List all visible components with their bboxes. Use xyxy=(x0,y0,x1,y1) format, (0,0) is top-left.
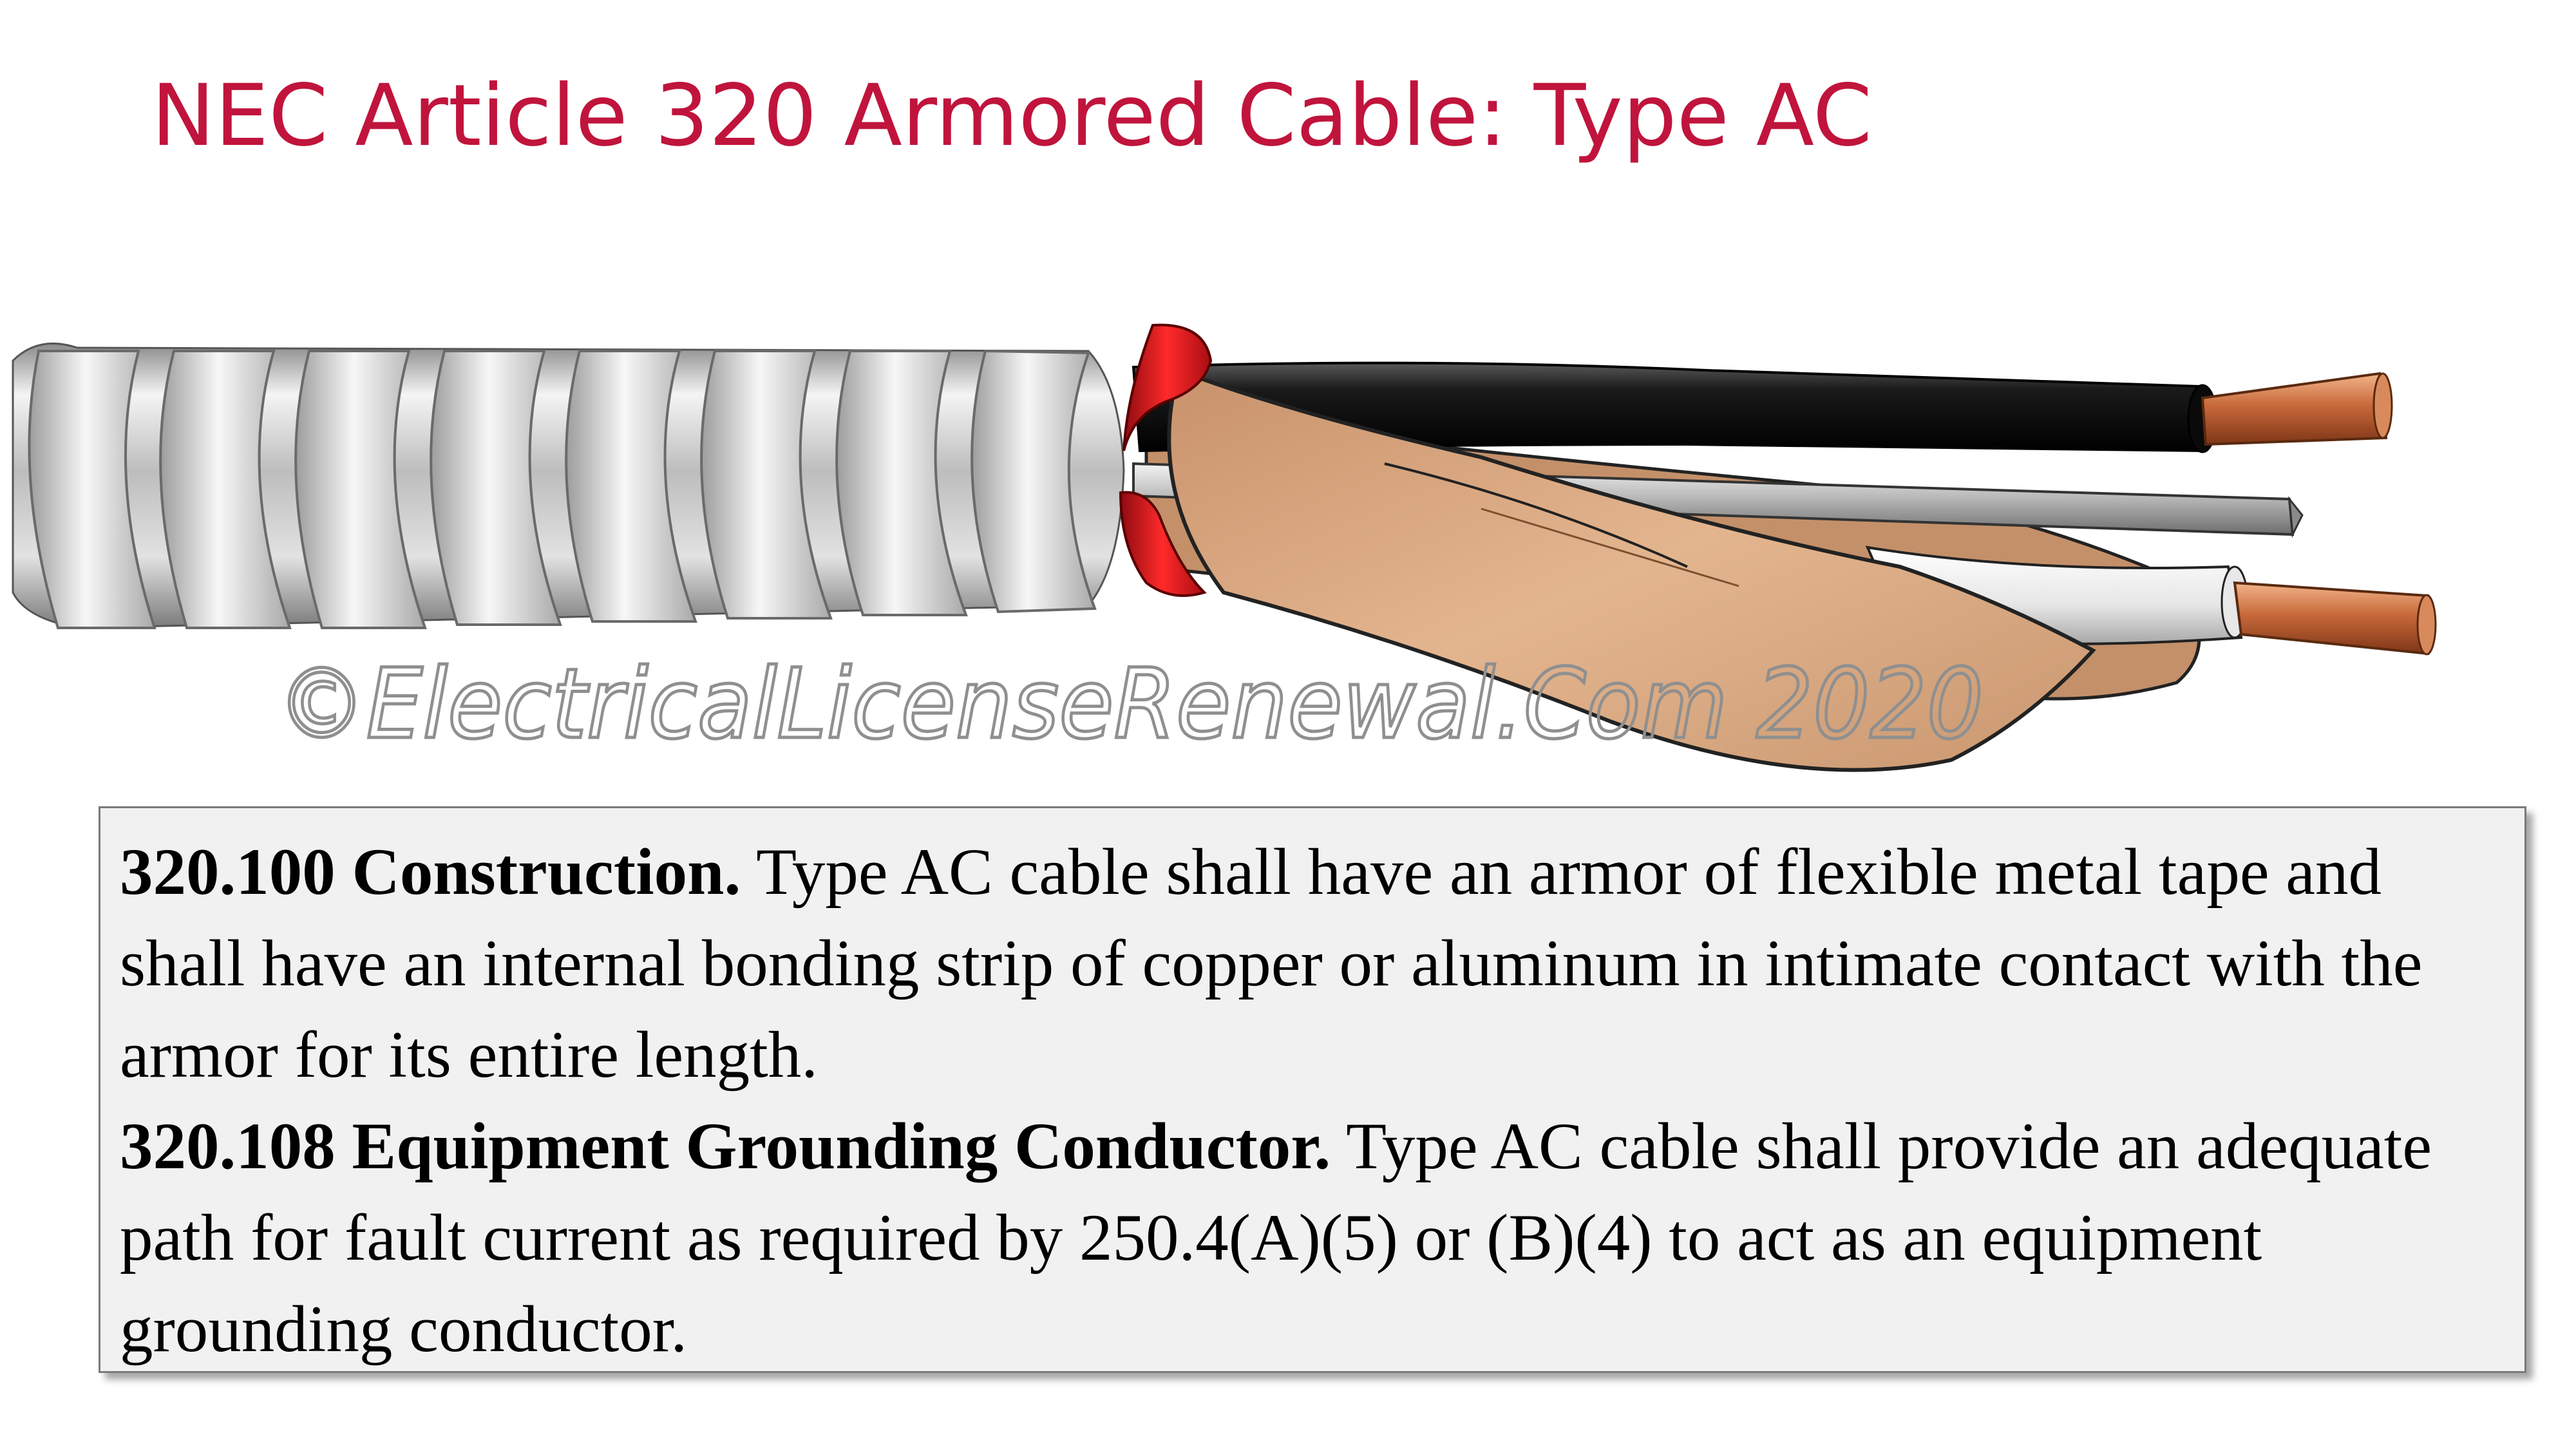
section-heading: 320.100 Construction. xyxy=(120,835,741,909)
section-heading: 320.108 Equipment Grounding Conductor. xyxy=(120,1110,1331,1183)
slide-title: NEC Article 320 Armored Cable: Type AC xyxy=(151,66,1872,166)
watermark-text: ©ElectricalLicenseRenewal.Com 2020 xyxy=(277,649,1984,761)
nec-text-box: 320.100 Construction. Type AC cable shal… xyxy=(99,806,2526,1373)
section-body: Type AC cable shall provide an adequate … xyxy=(120,1110,2432,1366)
copper-conductor-top xyxy=(2201,372,2393,446)
section-320-108: 320.108 Equipment Grounding Conductor. T… xyxy=(120,1101,2502,1375)
metal-armor xyxy=(12,342,1125,629)
armored-cable-illustration xyxy=(12,323,2437,772)
copyright-watermark: ©ElectricalLicenseRenewal.Com 2020 xyxy=(277,647,1984,762)
copper-conductor-bottom xyxy=(2233,581,2437,656)
section-body: Type AC cable shall have an armor of fle… xyxy=(120,835,2423,1092)
section-320-100: 320.100 Construction. Type AC cable shal… xyxy=(120,826,2502,1101)
anti-short-bushing xyxy=(1119,323,1213,597)
paper-wrap xyxy=(1167,368,2096,772)
